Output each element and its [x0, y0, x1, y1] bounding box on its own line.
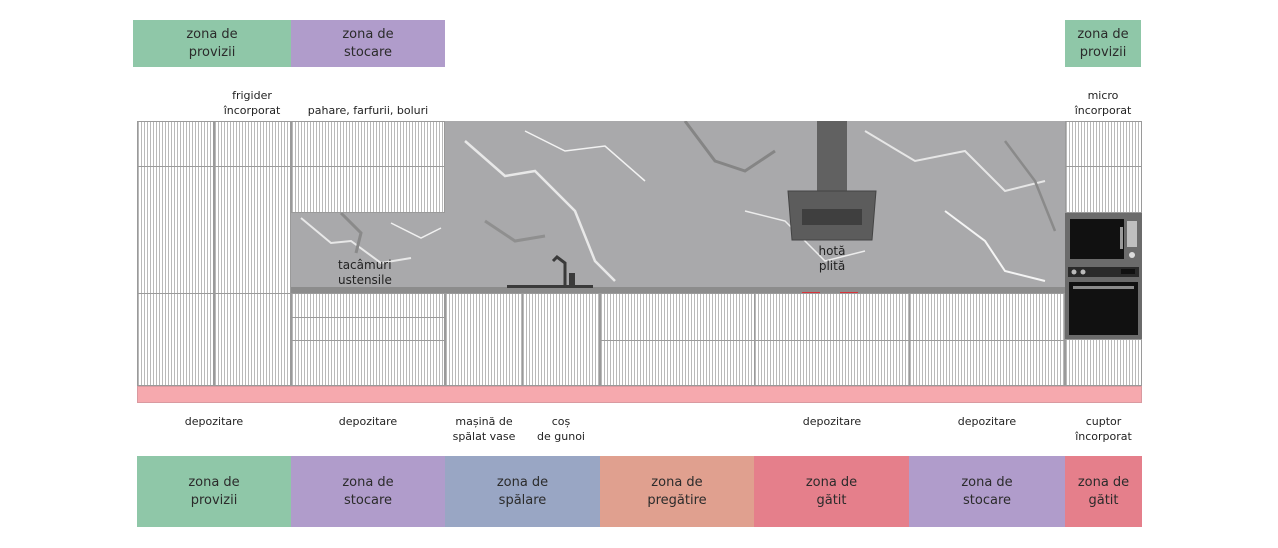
- tall-cabinet-upper-2: [214, 121, 291, 167]
- label-dishes: pahare, farfurii, boluri: [307, 104, 429, 117]
- top-zone-provizii-left: zona de provizii: [133, 20, 291, 67]
- label-storage-4: depozitare: [957, 415, 1017, 428]
- label-hood: hotă plită: [818, 244, 846, 273]
- oven-icon: [1065, 264, 1142, 340]
- dishwasher-panel: [445, 293, 523, 386]
- marble-backsplash-left: [291, 213, 445, 288]
- label-storage-3: depozitare: [802, 415, 862, 428]
- label-storage-1: depozitare: [184, 415, 244, 428]
- trash-cabinet: [522, 293, 600, 386]
- base-cabinet-cook-top: [754, 293, 910, 341]
- tall-right-bottom: [1065, 339, 1142, 386]
- drawer-3: [291, 340, 445, 386]
- faucet-icon: [507, 255, 593, 289]
- base-cabinet-cook-bottom: [754, 340, 910, 386]
- tall-cabinet-mid-2: [214, 166, 291, 294]
- top-zone-stocare: zona de stocare: [291, 20, 445, 67]
- base-cabinet-storage-bottom: [909, 340, 1065, 386]
- marble-veins-main: [464, 121, 1057, 282]
- tall-right-mid: [1065, 166, 1142, 213]
- bottom-zone-stocare-2: zona de stocare: [909, 456, 1065, 527]
- base-cabinet-prep-top: [600, 293, 755, 341]
- bottom-zone-gatit-1: zona de gătit: [754, 456, 909, 527]
- marble-backsplash-main: [445, 121, 1065, 288]
- tall-cabinet-low-2: [214, 293, 291, 386]
- bottom-zone-provizii: zona de provizii: [137, 456, 291, 527]
- tall-cabinet-mid-1: [137, 166, 214, 294]
- microwave-icon: [1065, 213, 1142, 264]
- label-storage-2: depozitare: [338, 415, 398, 428]
- base-cabinet-storage-top: [909, 293, 1065, 341]
- marble-veins-left: [300, 213, 442, 265]
- drawer-1: [291, 293, 445, 318]
- upper-cabinet-top: [291, 121, 445, 167]
- range-hood-icon: [786, 121, 878, 241]
- label-dishwasher: mașină de spălat vase: [452, 415, 516, 443]
- label-trash: coș de gunoi: [537, 415, 585, 443]
- base-cabinet-prep-bottom: [600, 340, 755, 386]
- bottom-zone-spalare: zona de spălare: [445, 456, 600, 527]
- cooktop-icon: [794, 283, 870, 297]
- top-zone-provizii-right: zona de provizii: [1065, 20, 1141, 67]
- label-cutlery: tacâmuri ustensile: [338, 258, 392, 287]
- label-micro: micro încorporat: [1074, 89, 1132, 117]
- bottom-zone-stocare-1: zona de stocare: [291, 456, 445, 527]
- upper-cabinet-bottom: [291, 166, 445, 213]
- drawer-2: [291, 317, 445, 341]
- countertop: [291, 287, 1065, 293]
- label-oven: cuptor încorporat: [1075, 415, 1132, 443]
- tall-right-top: [1065, 121, 1142, 167]
- label-fridge: frigider încorporat: [223, 89, 281, 117]
- bottom-zone-pregatire: zona de pregătire: [600, 456, 754, 527]
- plinth-strip: [137, 386, 1142, 403]
- tall-cabinet-upper-1: [137, 121, 214, 167]
- bottom-zone-gatit-2: zona de gătit: [1065, 456, 1142, 527]
- tall-cabinet-low-1: [137, 293, 214, 386]
